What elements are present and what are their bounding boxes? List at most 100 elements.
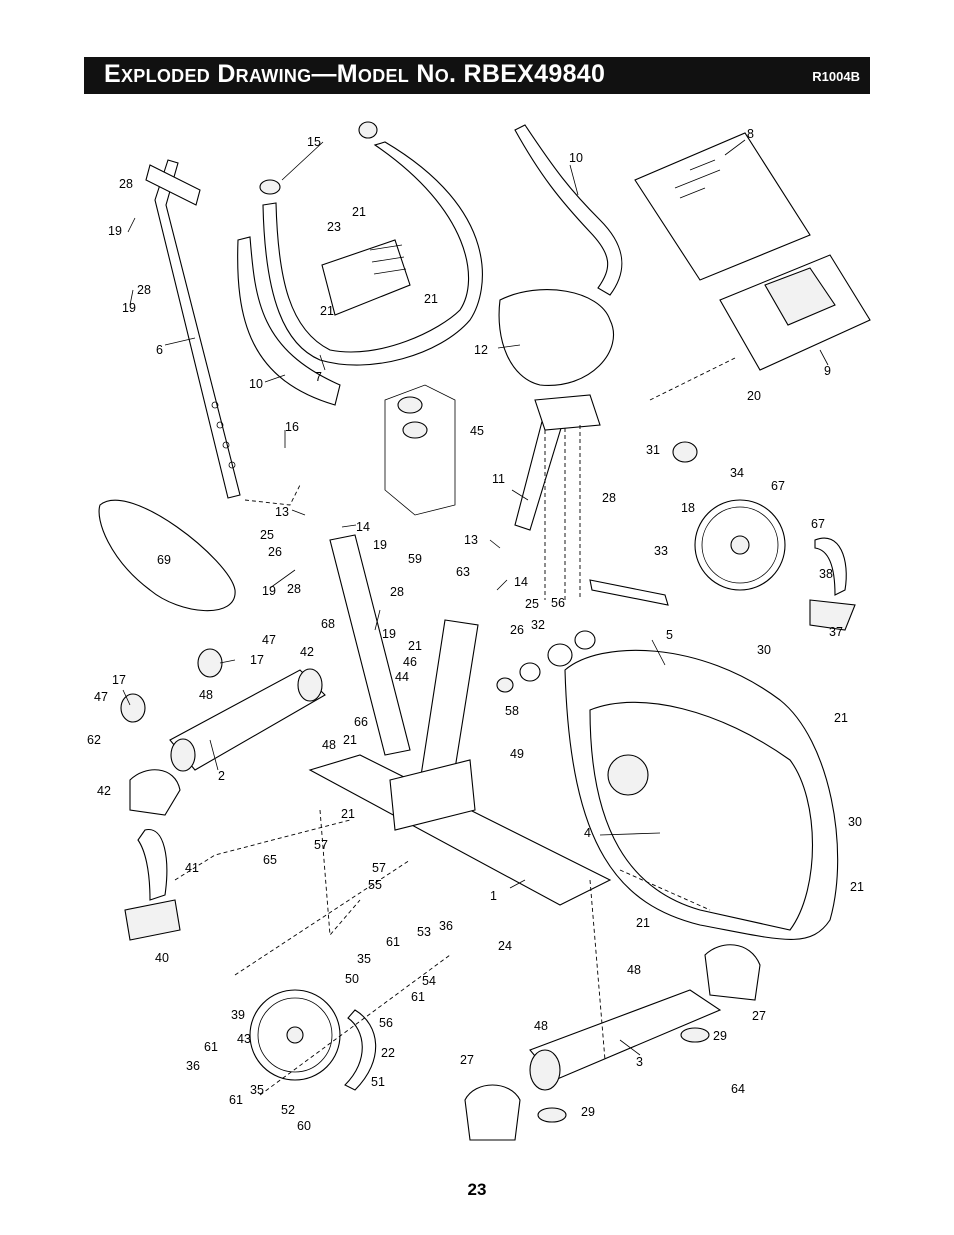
callout-16: 16 <box>285 420 299 434</box>
callout-41: 41 <box>185 861 199 875</box>
callout-59: 59 <box>408 552 422 566</box>
parts-illustration <box>98 121 871 1141</box>
callout-57b: 57 <box>372 861 386 875</box>
callout-13b: 13 <box>464 533 478 547</box>
page-title: Exploded Drawing—Model No. RBEX49840 <box>104 60 606 88</box>
callout-68: 68 <box>321 617 335 631</box>
callout-65: 65 <box>263 853 277 867</box>
callout-26b: 26 <box>510 623 524 637</box>
callout-54: 54 <box>422 974 436 988</box>
callout-31: 31 <box>646 443 660 457</box>
callout-35b: 35 <box>250 1083 264 1097</box>
callout-28c: 28 <box>287 582 301 596</box>
callout-labels: 1 2 3 4 5 6 7 8 9 10 10 11 12 13 13 14 1… <box>87 127 864 1133</box>
callout-21b: 21 <box>424 292 438 306</box>
callout-61a: 61 <box>386 935 400 949</box>
callout-19b: 19 <box>122 301 136 315</box>
callout-33: 33 <box>654 544 668 558</box>
callout-64: 64 <box>731 1082 745 1096</box>
callout-62: 62 <box>87 733 101 747</box>
revision-code: R1004B <box>812 69 860 84</box>
callout-56a: 56 <box>551 596 565 610</box>
callout-6: 6 <box>156 343 163 357</box>
callout-21f: 21 <box>341 807 355 821</box>
callout-4: 4 <box>584 826 591 840</box>
callout-49: 49 <box>510 747 524 761</box>
callout-42b: 42 <box>97 784 111 798</box>
callout-17a: 17 <box>112 673 126 687</box>
callout-28a: 28 <box>119 177 133 191</box>
callout-67a: 67 <box>771 479 785 493</box>
callout-21g: 21 <box>834 711 848 725</box>
callout-35a: 35 <box>357 952 371 966</box>
callout-26a: 26 <box>268 545 282 559</box>
callout-5: 5 <box>666 628 673 642</box>
page-number: 23 <box>467 1180 487 1199</box>
callout-63: 63 <box>456 565 470 579</box>
callout-14a: 14 <box>356 520 370 534</box>
callout-30a: 30 <box>757 643 771 657</box>
callout-9: 9 <box>824 364 831 378</box>
callout-50: 50 <box>345 972 359 986</box>
callout-48c: 48 <box>627 963 641 977</box>
callout-24: 24 <box>498 939 512 953</box>
callout-29b: 29 <box>581 1105 595 1119</box>
callout-27b: 27 <box>460 1053 474 1067</box>
callout-14b: 14 <box>514 575 528 589</box>
callout-66: 66 <box>354 715 368 729</box>
callout-28d: 28 <box>390 585 404 599</box>
callout-23: 23 <box>327 220 341 234</box>
callout-15: 15 <box>307 135 321 149</box>
callout-56b: 56 <box>379 1016 393 1030</box>
callout-61b: 61 <box>411 990 425 1004</box>
callout-48a: 48 <box>199 688 213 702</box>
callout-40: 40 <box>155 951 169 965</box>
callout-22: 22 <box>381 1046 395 1060</box>
callout-58: 58 <box>505 704 519 718</box>
callout-13a: 13 <box>275 505 289 519</box>
callout-61c: 61 <box>204 1040 218 1054</box>
callout-30b: 30 <box>848 815 862 829</box>
callout-55: 55 <box>368 878 382 892</box>
callout-28b: 28 <box>137 283 151 297</box>
callout-10b: 10 <box>249 377 263 391</box>
callout-39: 39 <box>231 1008 245 1022</box>
callout-53: 53 <box>417 925 431 939</box>
callout-47b: 47 <box>94 690 108 704</box>
callout-21c: 21 <box>320 304 334 318</box>
callout-7: 7 <box>315 370 322 384</box>
callout-1: 1 <box>490 889 497 903</box>
callout-2: 2 <box>218 769 225 783</box>
callout-42a: 42 <box>300 645 314 659</box>
callout-19d: 19 <box>262 584 276 598</box>
callout-37: 37 <box>829 625 843 639</box>
callout-18: 18 <box>681 501 695 515</box>
callout-43: 43 <box>237 1032 251 1046</box>
callout-46: 46 <box>403 655 417 669</box>
callout-29a: 29 <box>713 1029 727 1043</box>
callout-48d: 48 <box>534 1019 548 1033</box>
callout-20: 20 <box>747 389 761 403</box>
callout-60: 60 <box>297 1119 311 1133</box>
callout-11: 11 <box>492 472 505 486</box>
callout-25b: 25 <box>525 597 539 611</box>
callout-36b: 36 <box>186 1059 200 1073</box>
callout-44: 44 <box>395 670 409 684</box>
callout-25a: 25 <box>260 528 274 542</box>
callout-32: 32 <box>531 618 545 632</box>
callout-61d: 61 <box>229 1093 243 1107</box>
callout-48b: 48 <box>322 738 336 752</box>
callout-21e: 21 <box>343 733 357 747</box>
callout-8: 8 <box>747 127 754 141</box>
callout-21a: 21 <box>352 205 366 219</box>
callout-10a: 10 <box>569 151 583 165</box>
callout-52: 52 <box>281 1103 295 1117</box>
callout-34: 34 <box>730 466 744 480</box>
callout-47a: 47 <box>262 633 276 647</box>
callout-57a: 57 <box>314 838 328 852</box>
callout-12: 12 <box>474 343 488 357</box>
callout-36a: 36 <box>439 919 453 933</box>
callout-21d: 21 <box>408 639 422 653</box>
callout-17b: 17 <box>250 653 264 667</box>
